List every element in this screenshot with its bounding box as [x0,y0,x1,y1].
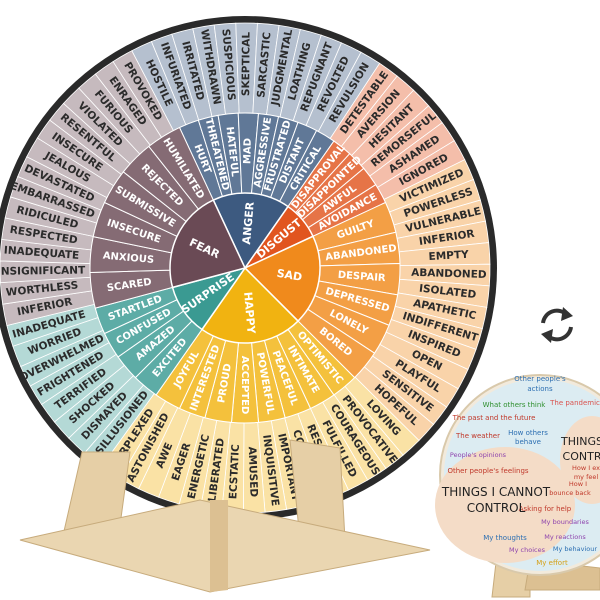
outer-ring: JEALOUSINSECURERESENTFULVIOLATEDFURIOUSE… [0,22,491,514]
control-phrase: People's opinions [450,451,507,459]
main-stand [19,439,431,593]
core-label: SAD [276,267,303,284]
core-label: HAPPY [241,291,258,335]
control-phrase: The weather [455,432,500,440]
outer-label: EMPTY [428,249,469,263]
emotion-wheel: JEALOUSINSECURERESENTFULVIOLATEDFURIOUSE… [0,16,497,520]
control-phrase: The past and the future [452,414,536,422]
control-heading-right: THINGS [560,435,600,448]
control-phrase: My boundaries [541,518,589,526]
control-phrase: The pandemic [549,399,600,407]
middle-label: MAD [242,138,254,164]
control-phrase: behave [515,438,541,446]
outer-label: SKEPTICAL [240,32,252,97]
control-phrase: Other people's feelings [447,467,528,475]
control-phrase: How others [508,429,548,437]
control-phrase: Other people's [514,375,566,383]
control-phrase: actions [527,385,553,393]
control-phrase: My thoughts [483,534,527,542]
control-phrase: my feel [574,473,599,481]
core-segment [169,199,246,289]
middle-label: ANXIOUS [102,251,154,266]
middle-label: DESPAIR [337,270,386,284]
outer-label: ECSTATIC [227,444,242,500]
control-phrase: bounce back [549,489,591,497]
control-heading-left: CONTROL [467,501,526,515]
outer-label: INSIGNIFICANT [0,264,86,277]
outer-label: SUSPICIOUS [219,28,237,101]
outer-label: ABANDONED [411,267,487,281]
control-phrase: My effort [536,559,568,567]
control-phrase: How I [569,480,587,488]
control-heading-left: THINGS I CANNOT [441,485,551,499]
outer-label: INADEQUATE [3,244,79,261]
control-phrase: How I ex [572,464,600,472]
refresh-arrows-icon [541,307,573,343]
core-label: ANGER [240,201,257,245]
middle-label: ACCEPTED [239,356,250,415]
control-phrase: My reactions [544,533,586,541]
control-phrase: Asking for help [519,505,572,513]
middle-label: HATEFUL [224,126,240,178]
inner-blob-left [435,447,575,563]
control-heading-right: CONTR [563,450,600,463]
control-phrase: My behaviour [553,545,597,553]
outer-label: AMUSED [246,446,260,497]
inner-blob-right [560,416,600,504]
control-phrase: What others think [483,401,547,409]
control-phrase: My choices [509,546,546,554]
